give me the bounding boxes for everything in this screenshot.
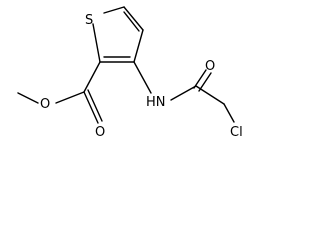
bond-c4-c3	[133, 29, 144, 63]
bond-oester-methyl	[17, 92, 39, 104]
bond-c3-n	[133, 61, 152, 94]
bond-c5-c4	[123, 6, 144, 31]
bond-camide-ch2	[195, 85, 225, 105]
molecule-diagram: S O O O HN Cl	[0, 0, 266, 143]
chlorine-label: Cl	[230, 125, 243, 140]
bond-c5-c4-inner	[123, 11, 140, 32]
amide-nh-label: HN	[146, 95, 166, 110]
ester-oxygen-label: O	[40, 97, 50, 112]
sulfur-label: S	[85, 13, 93, 28]
bond-s-c5	[103, 6, 125, 14]
carbonyl-oxygen-top-label: O	[205, 59, 215, 74]
bond-ccarbonyl-oester	[55, 91, 85, 104]
bond-camide-o-b	[198, 72, 212, 92]
bond-c2-s	[92, 23, 101, 63]
bond-ccarbonyl-o-double-b	[87, 89, 103, 122]
bond-ccarbonyl-o-double-a	[83, 91, 99, 124]
bond-ch2-cl	[223, 103, 235, 123]
bond-camide-o-a	[193, 69, 207, 89]
bond-c2-ccarbonyl	[83, 61, 101, 93]
bond-n-camide	[170, 85, 197, 101]
structure-svg: S O O O HN Cl	[17, 6, 243, 140]
carbonyl-oxygen-bottom-label: O	[95, 125, 105, 140]
